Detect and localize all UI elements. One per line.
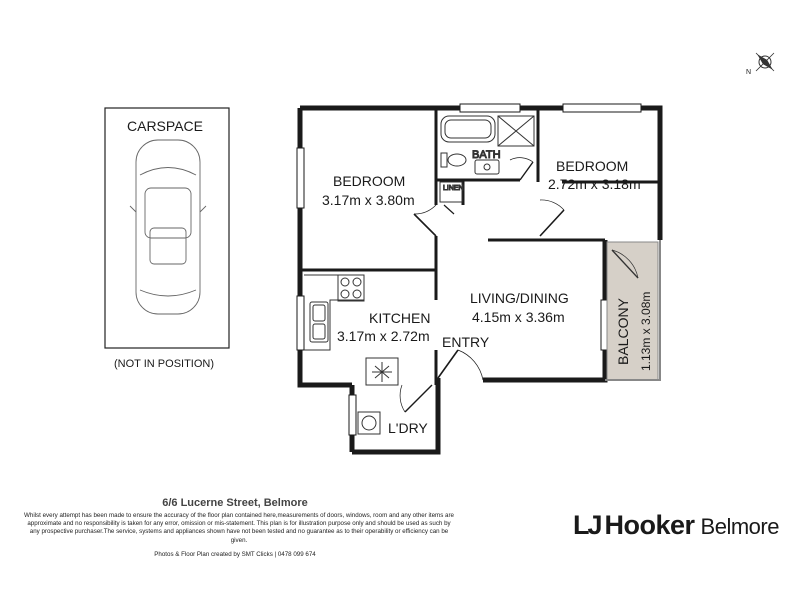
bath-label: BATH [472, 149, 501, 161]
bedroom1-size: 3.17m x 3.80m [322, 192, 415, 208]
kitchen-name: KITCHEN [369, 310, 430, 326]
compass-label: N [746, 69, 751, 76]
kitchen-fixtures [304, 274, 399, 435]
living-name: LIVING/DINING [470, 290, 569, 306]
photo-credit: Photos & Floor Plan created by SMT Click… [154, 551, 316, 558]
balcony-name: BALCONY [615, 297, 631, 365]
entry-label: ENTRY [442, 334, 490, 350]
car-icon [129, 139, 207, 315]
interior-walls [300, 108, 662, 385]
linen-label: LINEN [443, 185, 464, 192]
balcony-size: 1.13m x 3.08m [639, 292, 653, 371]
carspace-label: CARSPACE [127, 118, 203, 134]
bedroom2-size: 2.72m x 3.18m [548, 176, 641, 192]
carspace-note: (NOT IN POSITION) [114, 358, 214, 370]
compass-icon: N [746, 52, 775, 76]
logo-location: Belmore [700, 514, 780, 539]
property-address: 6/6 Lucerne Street, Belmore [162, 497, 308, 509]
living-size: 4.15m x 3.36m [472, 309, 565, 325]
bedroom1-name: BEDROOM [333, 173, 405, 189]
logo-lj: LJ [573, 510, 602, 540]
carspace: CARSPACE (NOT IN POSITION) [104, 107, 230, 370]
bedroom2-name: BEDROOM [556, 158, 628, 174]
logo-hooker: Hooker [604, 510, 696, 540]
disclaimer-text: Whilst every attempt has been made to en… [24, 512, 454, 544]
bath-fixtures: BATH LINEN [439, 115, 535, 203]
kitchen-size: 3.17m x 2.72m [337, 328, 430, 344]
laundry-label: L'DRY [388, 420, 428, 436]
balcony: BALCONY 1.13m x 3.08m [605, 240, 661, 381]
windows [296, 103, 642, 436]
doors [399, 157, 565, 413]
